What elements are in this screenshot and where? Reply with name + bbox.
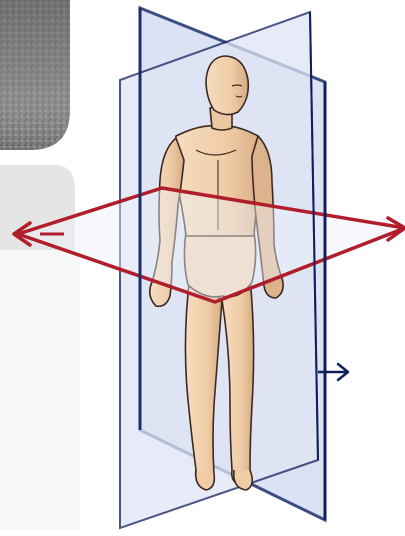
background-texture xyxy=(0,0,80,530)
